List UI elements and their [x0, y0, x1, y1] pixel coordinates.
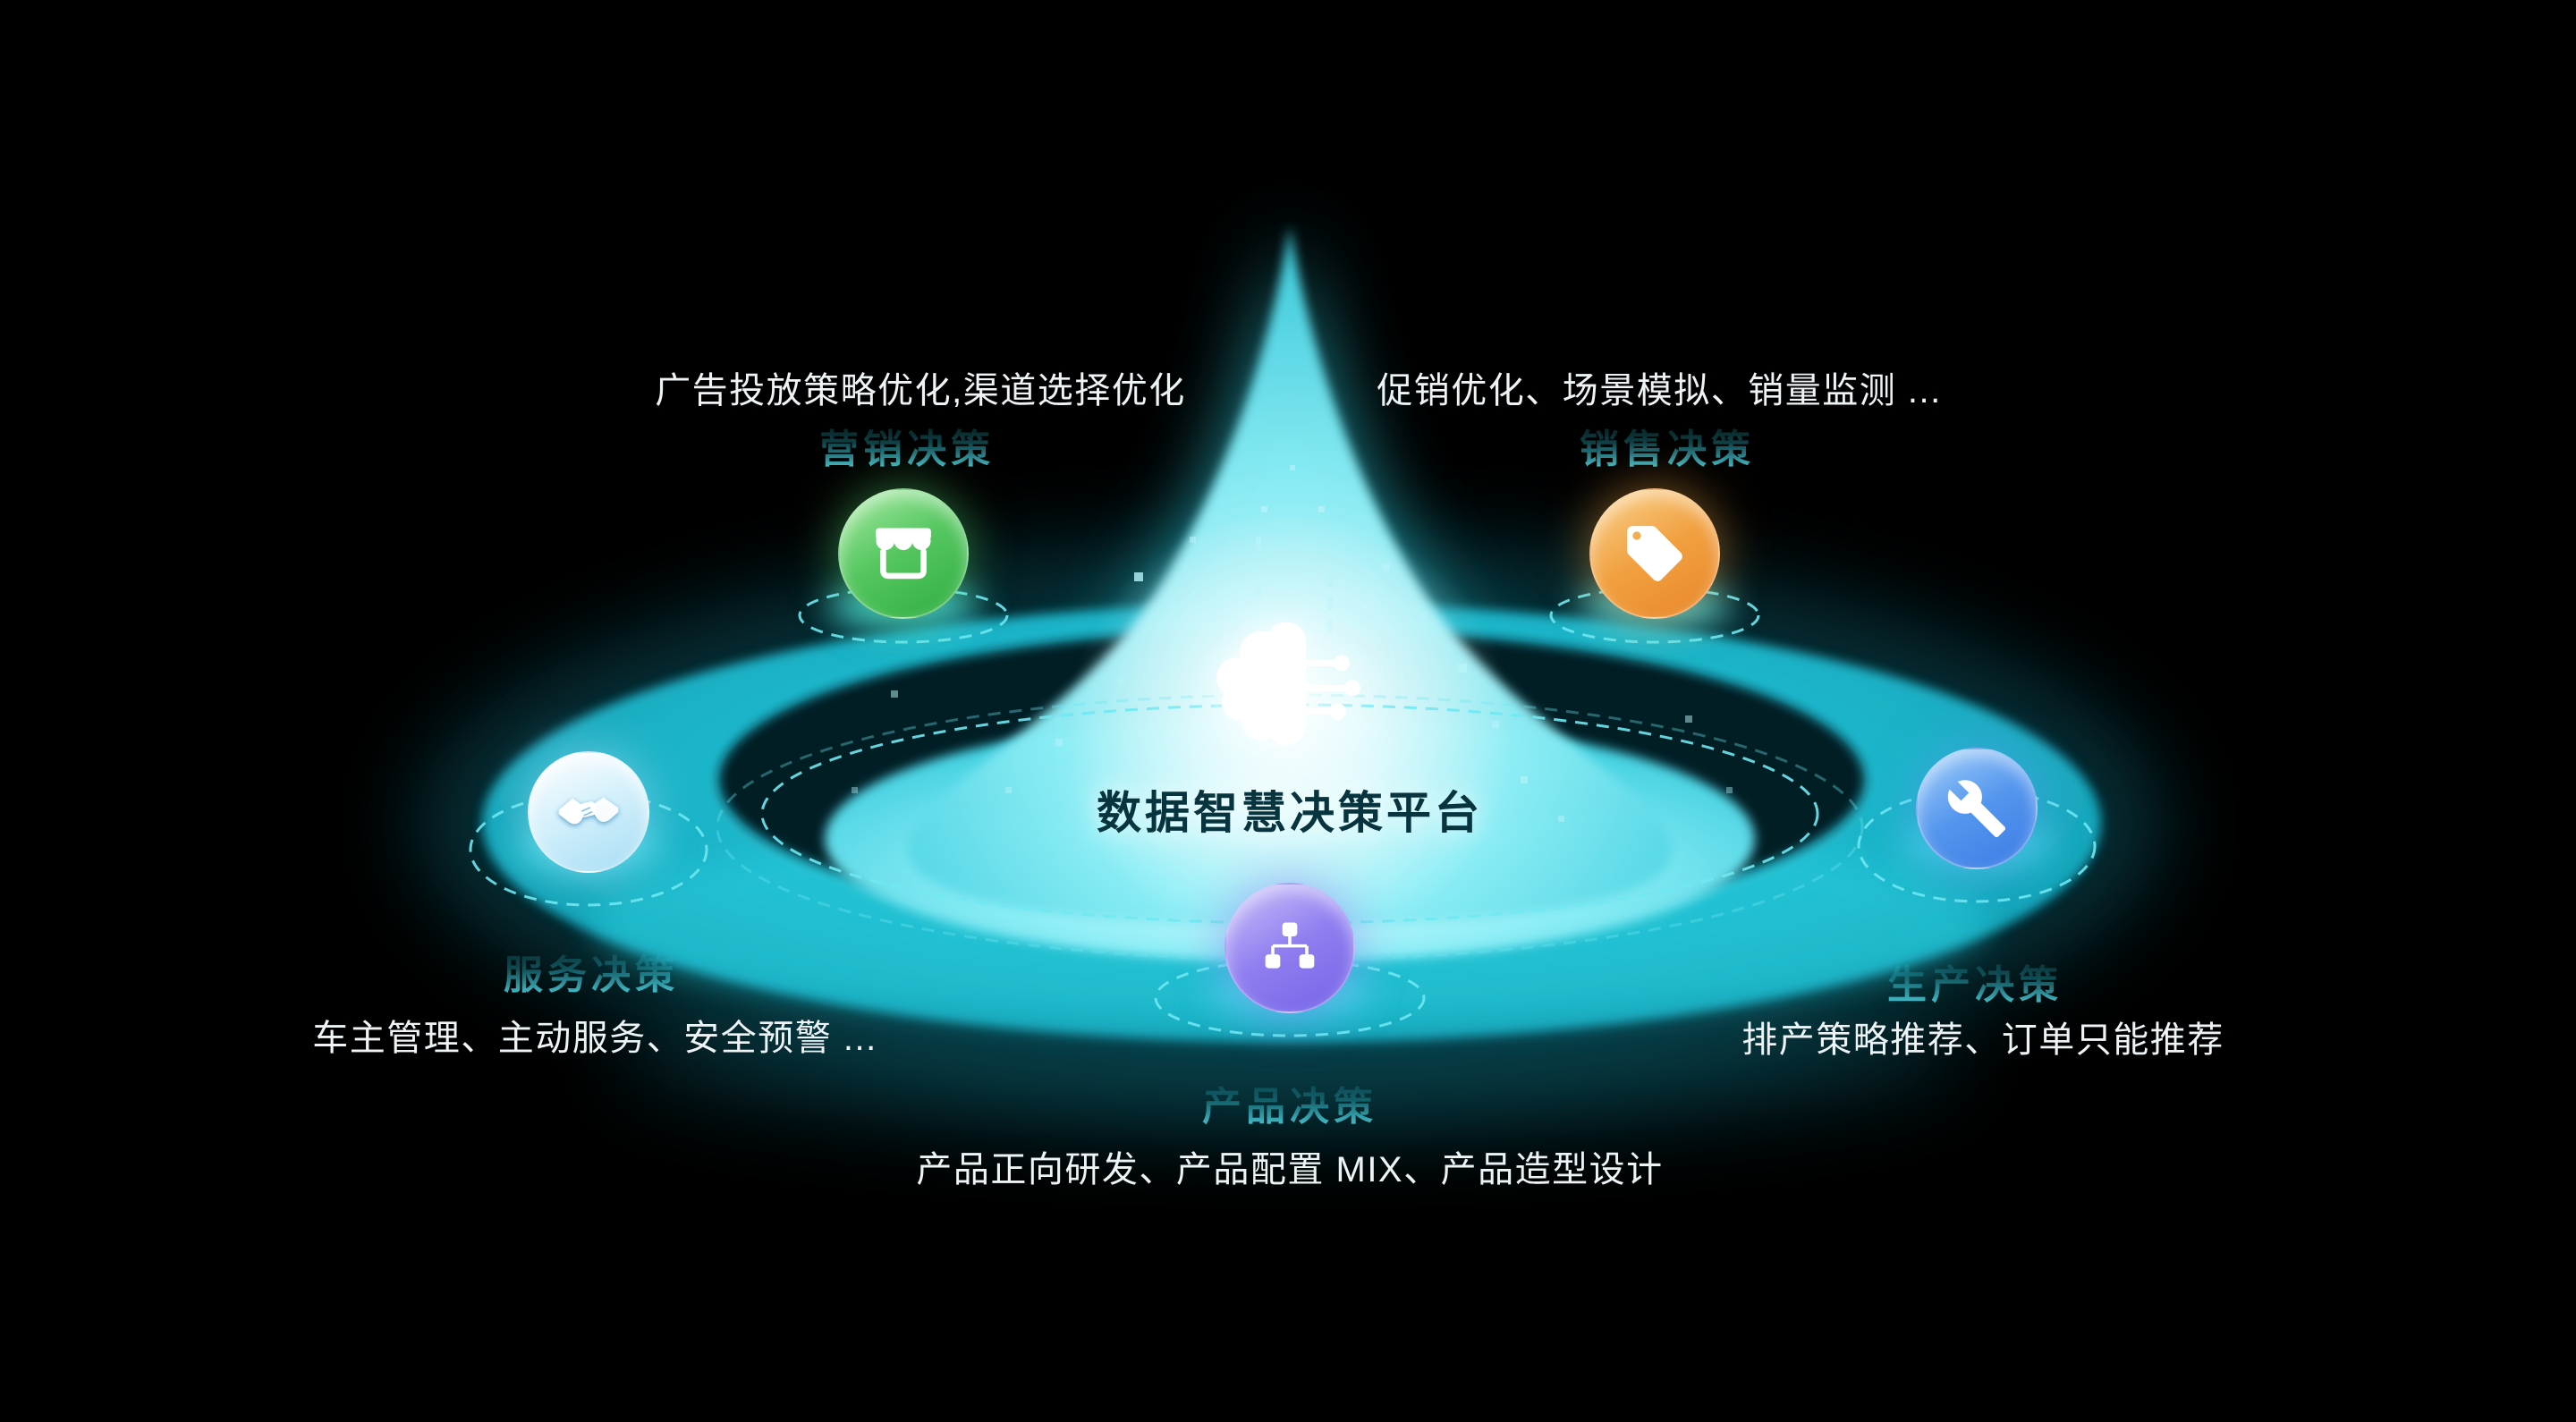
- service-node-badge: [528, 751, 649, 873]
- wrench-icon: [1947, 780, 2006, 838]
- product-node-label: 产品决策: [1202, 1074, 1377, 1131]
- platform-title: 数据智慧决策平台: [1097, 788, 1483, 838]
- service-node-description: 车主管理、主动服务、安全预警 ...: [312, 1019, 877, 1058]
- production-node-label: 生产决策: [1887, 952, 2063, 1010]
- sales-node-badge: [1589, 488, 1720, 619]
- sales-node-label: 销售决策: [1580, 417, 1755, 474]
- storefront-icon: [876, 528, 931, 580]
- handshake-icon: [558, 797, 619, 825]
- production-node-badge: [1916, 748, 2038, 869]
- marketing-node-badge: [838, 488, 969, 619]
- production-node-description: 排产策略推荐、订单只能推荐: [1741, 1020, 2224, 1060]
- product-node-description: 产品正向研发、产品配置 MIX、产品造型设计: [916, 1150, 1664, 1189]
- hierarchy-icon: [1265, 922, 1315, 969]
- marketing-node-label: 营销决策: [819, 417, 995, 474]
- product-node-badge: [1224, 883, 1355, 1013]
- brain-circuit-icon: [1200, 617, 1379, 765]
- marketing-node-description: 广告投放策略优化,渠道选择优化: [655, 371, 1186, 411]
- service-node-label: 服务决策: [504, 943, 679, 1000]
- price-tag-icon: [1627, 526, 1682, 581]
- sales-node-description: 促销优化、场景模拟、销量监测 ...: [1377, 371, 1942, 411]
